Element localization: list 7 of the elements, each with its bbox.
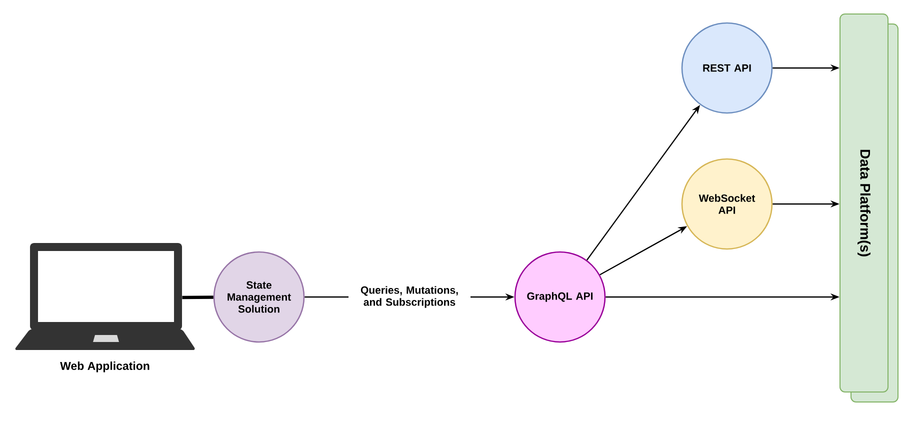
circle-node: WebSocket API: [681, 158, 773, 250]
node-label: Web Application: [60, 362, 150, 372]
platform-box: Data Platform(s): [840, 14, 898, 402]
edge-label: Queries, Mutations, and Subscriptions: [360, 286, 458, 308]
circle-node: State Management Solution: [213, 251, 305, 343]
circle-node: REST API: [681, 22, 773, 114]
circle-node: GraphQL API: [514, 251, 606, 343]
